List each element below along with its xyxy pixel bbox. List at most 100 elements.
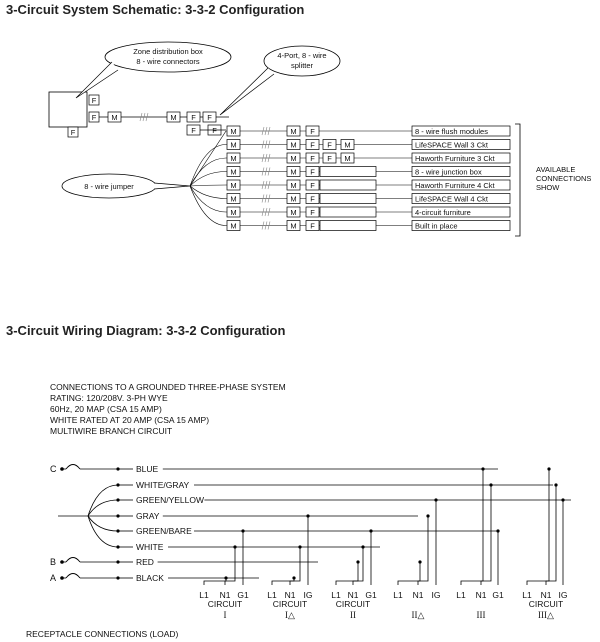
zone-box-f-top-letter: F [92,96,97,105]
row-m-1-letter: M [230,127,236,136]
terminal-label: L1 [199,590,209,600]
tap-node [224,576,228,580]
row-m-2-letter: M [290,181,296,190]
row-m-2 [286,179,301,191]
row-label-box [411,206,511,218]
phase-label: B [50,557,56,567]
bundle-branch [87,484,119,517]
row-label-box [411,220,511,231]
tap-node [298,545,302,549]
breaker-icon [65,573,81,579]
phase-label: C [50,464,57,474]
tap-line [526,469,550,585]
available-bracket [515,123,521,237]
tap-line [460,469,484,585]
row-f-1 [305,206,320,218]
row-break [261,140,271,149]
tap-node [292,576,296,580]
row-f-1 [305,193,320,204]
row-label: Haworth Furniture 3 Ckt [415,154,496,163]
terminal-label: N1 [220,590,231,600]
row-label-box [411,125,511,137]
row-m-1-letter: M [230,154,236,163]
available-line3: SHOW [536,183,560,192]
fan-line [189,185,227,199]
wire-label: GREEN/BARE [136,526,192,536]
trunk-m-2 [166,111,181,123]
phase-label: A [50,573,56,583]
available-line2: CONNECTIONS [536,174,591,183]
row-f-1-letter: F [310,195,315,204]
splitter-f-2 [202,111,217,123]
tap-node [554,483,558,487]
wire-label: GRAY [136,511,160,521]
row-m-2-letter: M [290,127,296,136]
row-m-2 [286,193,301,204]
row-f-1 [305,166,320,177]
row-m-1 [226,206,241,218]
wire-label: BLUE [136,464,159,474]
row-label-box [411,152,511,164]
row-m-2 [286,206,301,218]
row-m-1-letter: M [230,181,236,190]
tap-line [397,562,421,585]
row-label-box [411,179,511,191]
tap-node [561,498,565,502]
zone-box-f-bottom-letter: F [71,128,76,137]
row-m-2-letter: M [290,154,296,163]
row-f-2 [322,152,337,164]
row-break [261,194,271,203]
row-m-2-letter: M [290,195,296,204]
row-m-1 [226,220,241,231]
tap-node [481,467,485,471]
tap-node [306,514,310,518]
circuit-number: I△ [285,610,295,620]
row-label: Haworth Furniture 4 Ckt [415,181,496,190]
row-device-box [319,220,377,231]
row-break [261,126,271,136]
row-f-1-letter: F [310,141,315,150]
splitter-f-1 [186,111,201,123]
terminal-label: N1 [476,590,487,600]
row-m-3 [340,152,355,164]
row-m-1 [226,166,241,177]
tap-line [480,485,492,585]
row-f-2-letter: F [327,141,332,150]
bundle-branch [87,515,119,532]
fan-line [189,171,227,187]
row-m-1-letter: M [230,195,236,204]
terminal-label: L1 [267,590,277,600]
tap-node [361,545,365,549]
note-4: WHITE RATED AT 20 AMP (CSA 15 AMP) [50,415,209,425]
row-break [261,221,271,230]
row-m-1 [226,139,241,150]
row-f-1-letter: F [310,208,315,217]
circuit-label: CIRCUIT [273,599,307,609]
row-f-2 [322,139,337,150]
row-break [261,207,271,217]
tap-line [335,562,359,585]
tap-line [203,578,227,585]
row-m-2-letter: M [290,222,296,231]
note-5: MULTIWIRE BRANCH CIRCUIT [50,426,172,436]
zone-box-callout: Zone distribution box 8 - wire connector… [75,41,232,99]
tap-line [224,547,236,585]
terminal-label: G1 [492,590,504,600]
row-f-1 [305,220,320,231]
note-2: RATING: 120/208V. 3-PH WYE [50,393,168,403]
terminal-label: N1 [285,590,296,600]
row-break [261,180,271,190]
terminal-label: N1 [348,590,359,600]
tap-line [289,547,301,585]
zone-box-f-bottom [67,126,79,138]
jumper-callout: 8 - wire jumper [61,173,191,199]
circuit-label: CIRCUIT [529,599,563,609]
row-label-box [411,139,511,150]
trunk-break [139,112,149,122]
row-m-3-letter: M [344,141,350,150]
row-device-box [319,179,377,191]
row-m-2 [286,139,301,150]
